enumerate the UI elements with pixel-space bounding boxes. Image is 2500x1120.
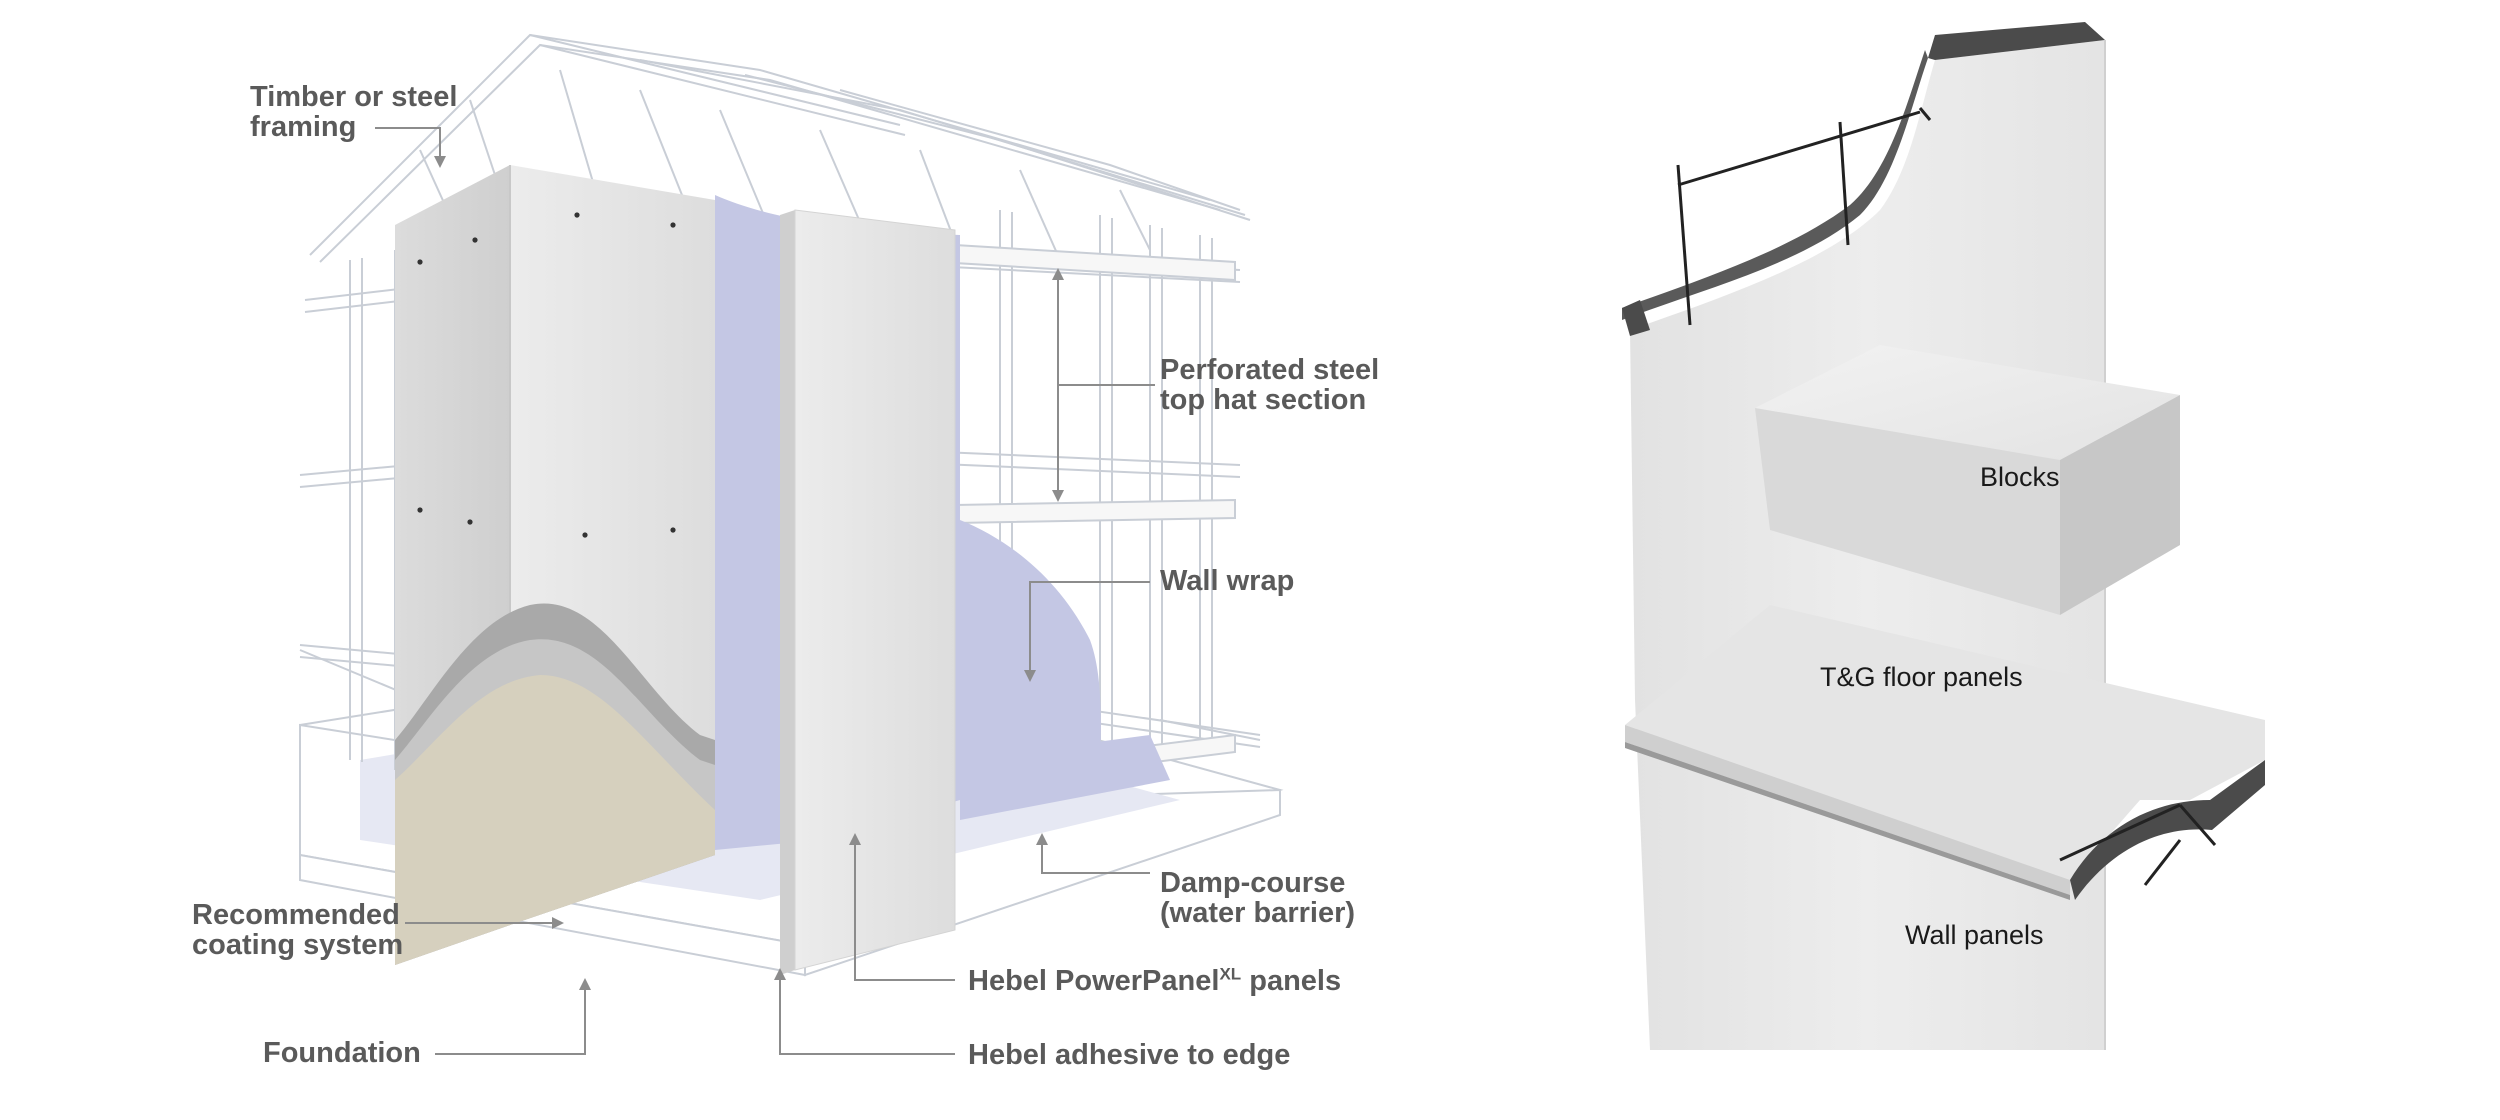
label-powerpanel-tail: panels	[1241, 965, 1342, 997]
label-coating-line1: Recommended	[192, 899, 400, 931]
label-floor-panels: T&G floor panels	[1820, 662, 2023, 692]
powerpanel-xl	[780, 209, 956, 975]
reinforcement-mesh-top	[1676, 107, 1932, 326]
label-framing-line1: Timber or steel	[250, 81, 458, 113]
floor-panel	[1625, 605, 2265, 900]
label-powerpanel-main: Hebel PowerPanel	[968, 965, 1220, 997]
label-top-hat-line1: Perforated steel	[1160, 354, 1380, 386]
label-top-hat-line2: top hat section	[1160, 384, 1367, 416]
aac-block	[1755, 345, 2180, 615]
label-powerpanel-sup: XL	[1219, 964, 1242, 984]
leader-lines-left	[375, 127, 1155, 1055]
aac-products	[1622, 22, 2265, 1050]
label-adhesive: Hebel adhesive to edge	[968, 1039, 1291, 1071]
label-powerpanel: Hebel PowerPanelXL panels	[968, 964, 1342, 997]
label-wall-wrap: Wall wrap	[1160, 565, 1295, 597]
label-damp-course-line1: Damp-course	[1160, 867, 1346, 899]
label-foundation: Foundation	[263, 1037, 421, 1069]
label-coating-line2: coating system	[192, 929, 404, 961]
coating-system	[395, 675, 715, 965]
house-cutaway	[299, 33, 1284, 977]
corner-panel	[395, 165, 715, 965]
label-framing-line2: framing	[250, 111, 357, 143]
label-blocks: Blocks	[1980, 462, 2060, 492]
label-damp-course-line2: (water barrier)	[1160, 897, 1356, 929]
label-wall-panels: Wall panels	[1905, 920, 2044, 950]
